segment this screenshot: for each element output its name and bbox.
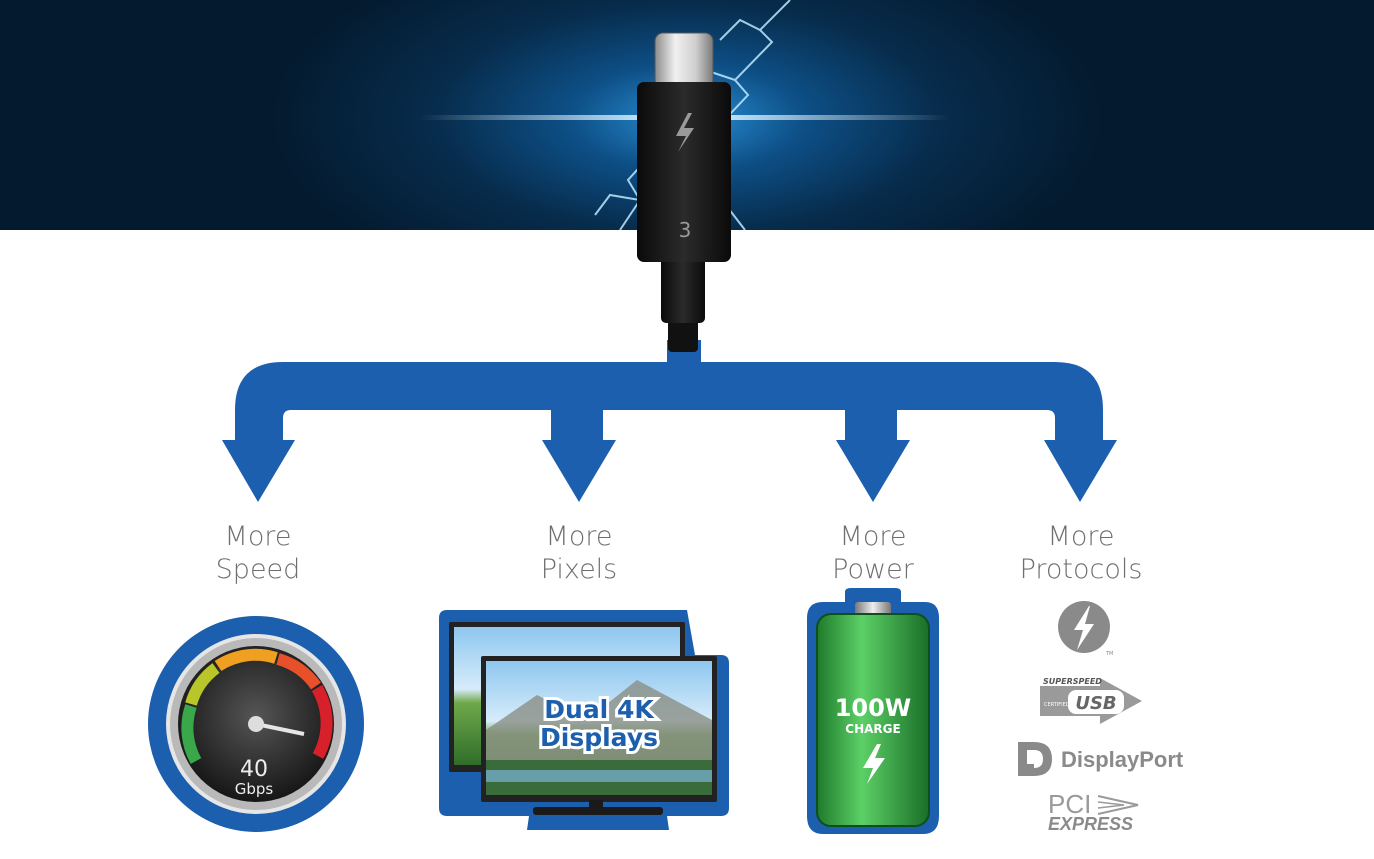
label-protocols: More Protocols bbox=[1019, 521, 1143, 585]
thunderbolt-logo-icon: TM bbox=[1058, 601, 1113, 657]
thunderbolt-tm: TM bbox=[1105, 651, 1113, 657]
thunderbolt-icon bbox=[676, 113, 694, 152]
label-power: More Power bbox=[832, 521, 914, 585]
displayport-text: DisplayPort bbox=[1061, 747, 1184, 772]
usb-certified-text: CERTIFIED bbox=[1044, 702, 1070, 708]
displays-line2: Displays bbox=[540, 723, 658, 752]
displays-line1: Dual 4K bbox=[544, 695, 655, 724]
branch-arrow bbox=[222, 340, 1117, 502]
displayport-logo-icon: DisplayPort bbox=[1018, 742, 1184, 776]
connector-number: 3 bbox=[679, 218, 692, 242]
label-speed: More Speed bbox=[215, 521, 301, 585]
thunderbolt-connector: 3 bbox=[637, 32, 731, 352]
charge-bolt-icon bbox=[863, 744, 885, 784]
dual-display-icon: Dual 4K Displays bbox=[439, 610, 729, 830]
speedometer-icon: 40 Gbps bbox=[148, 616, 364, 832]
cable-diagram: 3 bbox=[222, 32, 1117, 502]
pci-express-logo-icon: PCI EXPRESS bbox=[1048, 789, 1139, 834]
label-pixels: More Pixels bbox=[540, 521, 618, 585]
battery-watts: 100W bbox=[835, 694, 912, 722]
speed-value: 40 bbox=[240, 757, 268, 782]
usb-main-text: USB bbox=[1075, 693, 1116, 714]
usb-superspeed-text: SUPERSPEED bbox=[1043, 677, 1102, 686]
pci-text: PCI bbox=[1048, 789, 1091, 819]
battery-icon: 100W CHARGE bbox=[807, 588, 939, 834]
express-text: EXPRESS bbox=[1048, 814, 1133, 834]
speed-unit: Gbps bbox=[235, 780, 274, 798]
battery-label: CHARGE bbox=[845, 722, 900, 736]
usb-superspeed-logo-icon: SUPERSPEED CERTIFIED USB bbox=[1040, 677, 1142, 724]
